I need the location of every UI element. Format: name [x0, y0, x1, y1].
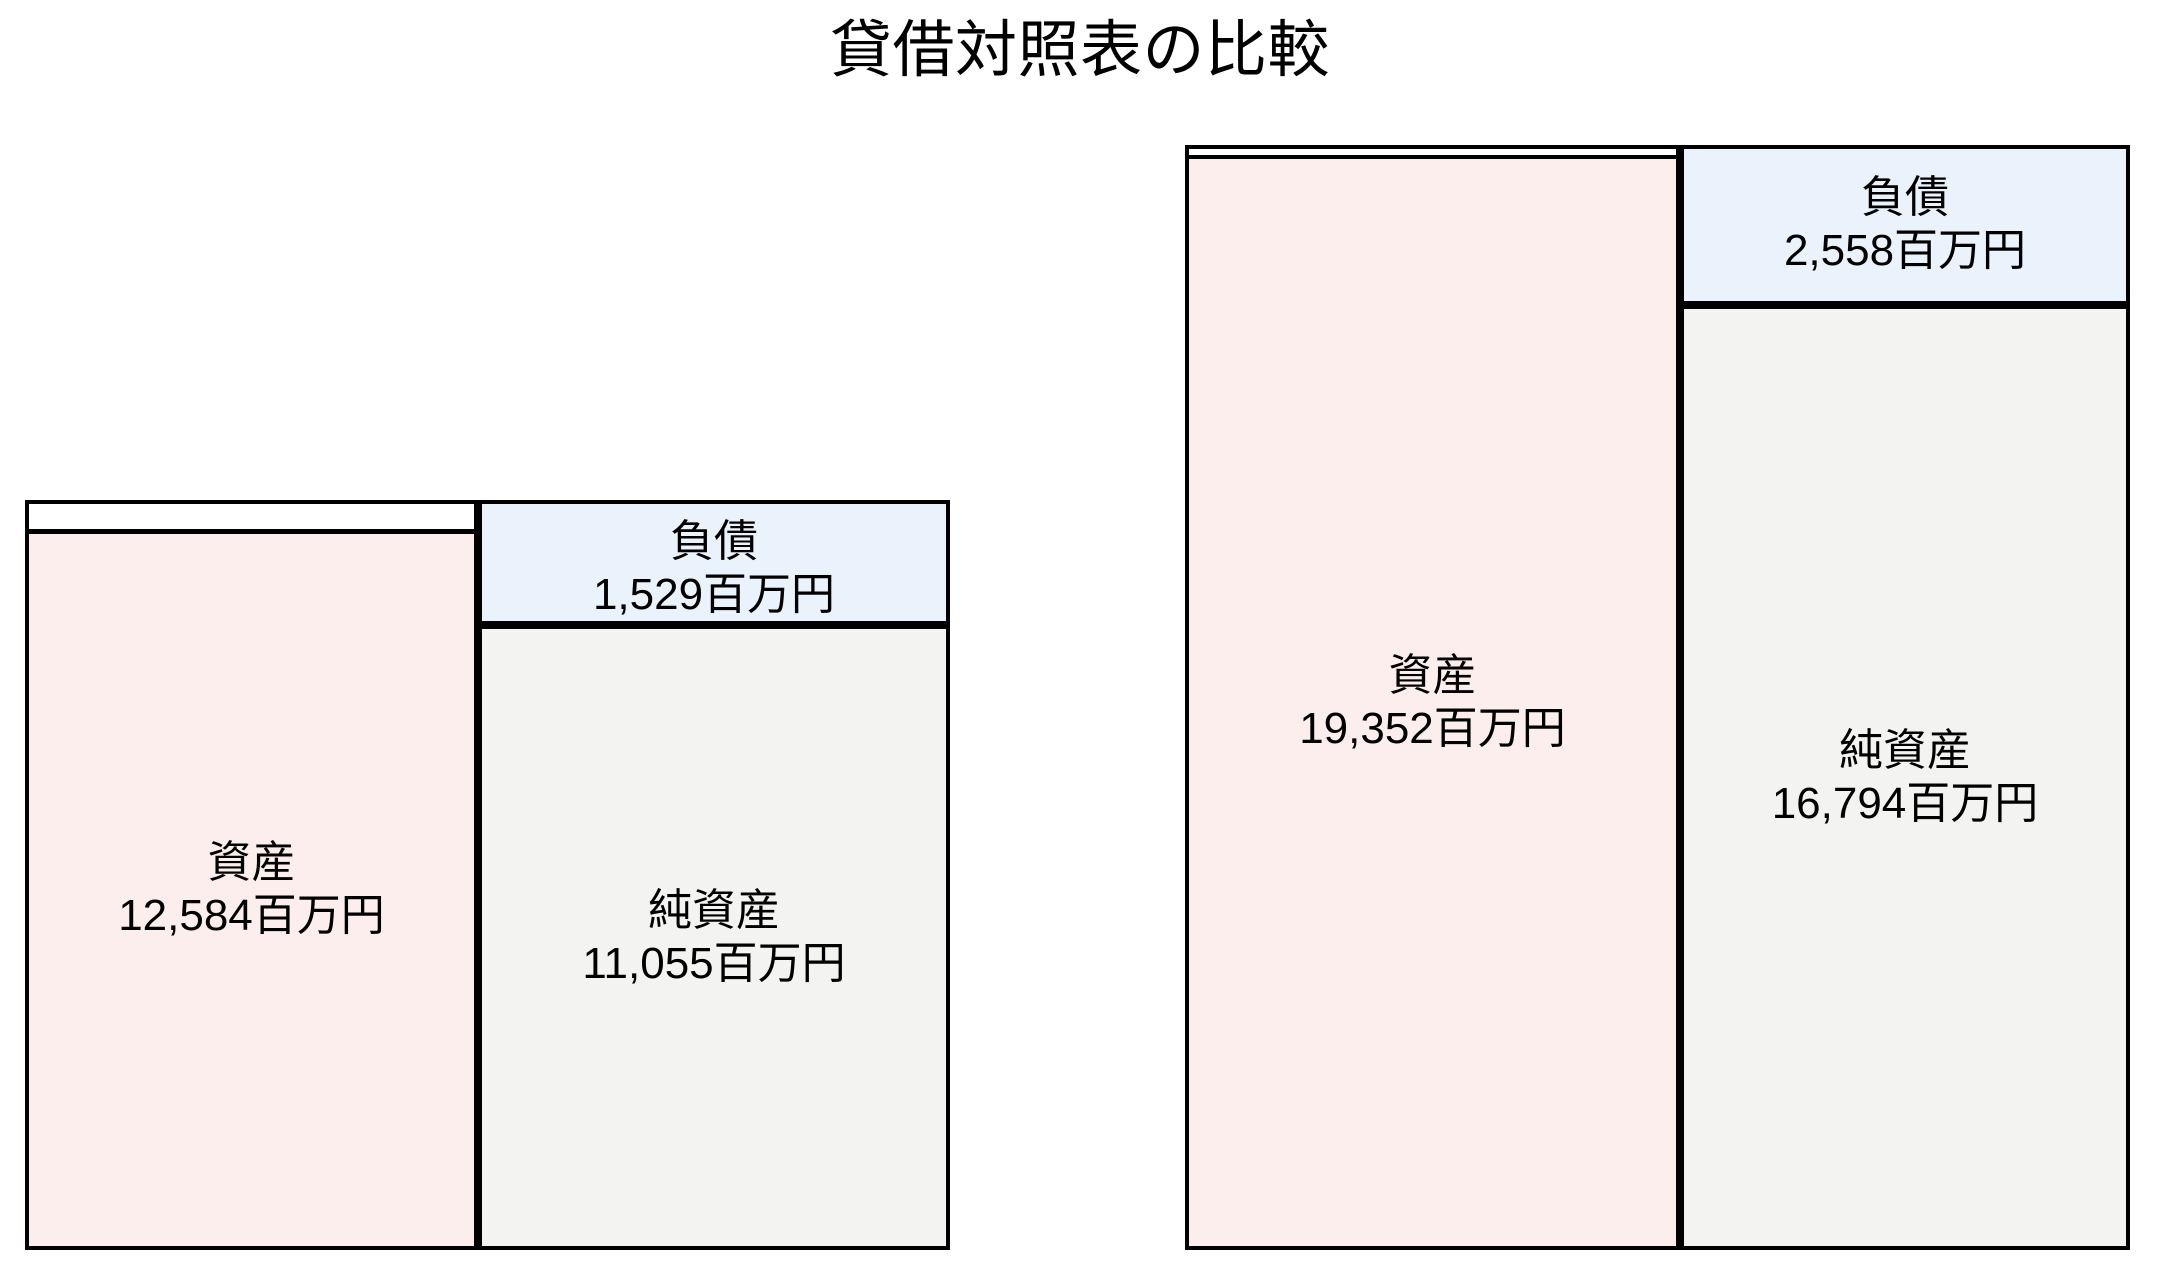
left-liability-name: 負債 — [669, 517, 758, 566]
left-asset-top-strip — [25, 500, 478, 533]
right-net-assets-box[interactable]: 純資産 16,794百万円 — [1680, 305, 2130, 1250]
left-net-assets-name: 純資産 — [648, 885, 780, 935]
right-asset-label: 資産 19,352百万円 — [1299, 650, 1566, 756]
left-net-assets-value: 11,055百万円 — [582, 938, 846, 988]
balance-sheet-right: 資産 19,352百万円 負債 2,558百万円 純資産 16,794百万円 — [1185, 145, 2130, 1250]
left-asset-name: 資産 — [207, 838, 296, 888]
right-liability-value: 2,558百万円 — [1783, 226, 2027, 275]
left-asset-box[interactable]: 資産 12,584百万円 — [25, 530, 478, 1250]
balance-sheet-left: 資産 12,584百万円 負債 1,529百万円 純資産 11,055百万円 — [25, 500, 950, 1250]
right-net-assets-label: 純資産 16,794百万円 — [1772, 725, 2039, 831]
right-asset-name: 資産 — [1388, 650, 1477, 700]
left-liability-label: 負債 1,529百万円 — [592, 504, 836, 621]
left-net-assets-box[interactable]: 純資産 11,055百万円 — [478, 625, 950, 1250]
right-asset-value: 19,352百万円 — [1299, 703, 1566, 753]
right-net-assets-value: 16,794百万円 — [1771, 778, 2039, 828]
right-net-assets-name: 純資産 — [1838, 725, 1971, 775]
left-net-assets-label: 純資産 11,055百万円 — [582, 885, 845, 991]
right-liability-label: 負債 2,558百万円 — [1784, 172, 2026, 278]
right-asset-box[interactable]: 資産 19,352百万円 — [1185, 155, 1680, 1250]
left-liability-value: 1,529百万円 — [592, 569, 836, 619]
left-liability-box[interactable]: 負債 1,529百万円 — [478, 500, 950, 625]
left-asset-value: 12,584百万円 — [118, 891, 385, 940]
right-liability-box[interactable]: 負債 2,558百万円 — [1680, 145, 2130, 305]
right-liability-name: 負債 — [1860, 173, 1949, 223]
page-title: 貸借対照表の比較 — [829, 16, 1330, 85]
left-asset-label: 資産 12,584百万円 — [118, 837, 385, 943]
